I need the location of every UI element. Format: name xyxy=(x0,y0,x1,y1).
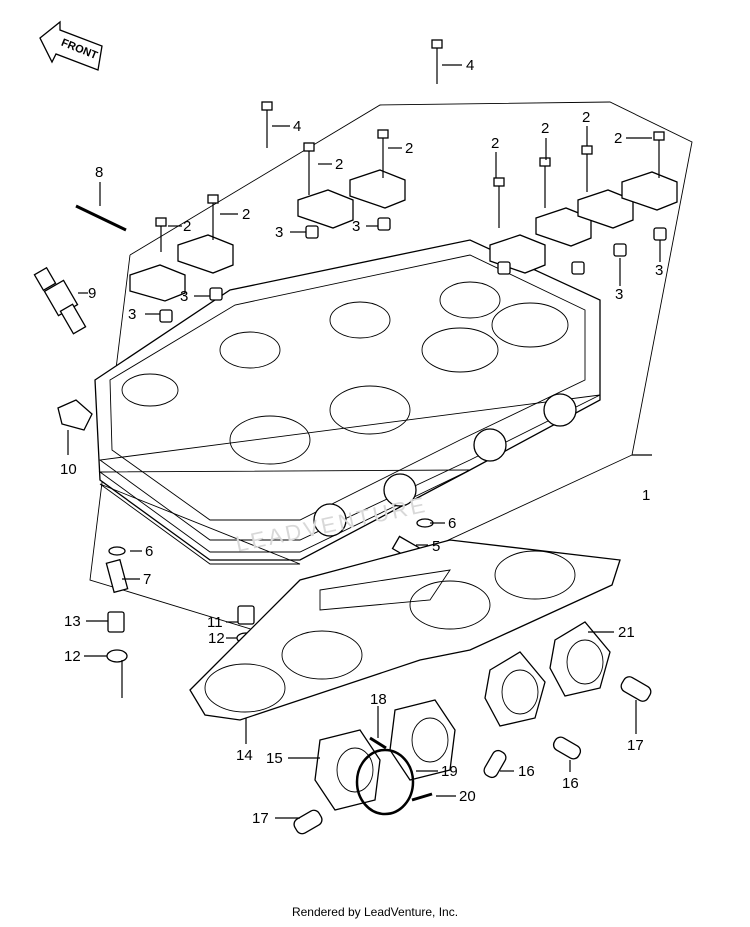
callout-2-e: 2 xyxy=(491,135,499,152)
screw-18 xyxy=(369,736,387,750)
callout-2-h: 2 xyxy=(614,130,622,147)
dowel-pins xyxy=(159,217,667,323)
callout-2-d: 2 xyxy=(405,140,413,157)
callout-13: 13 xyxy=(64,613,81,630)
callout-15: 15 xyxy=(266,750,283,767)
callout-3-b: 3 xyxy=(352,218,360,235)
callout-12-b: 12 xyxy=(64,648,81,665)
callout-3-d: 3 xyxy=(128,306,136,323)
valve-guide-left xyxy=(105,558,129,594)
callout-17-a: 17 xyxy=(627,737,644,754)
callout-7: 7 xyxy=(143,571,151,588)
callout-6-b: 6 xyxy=(145,543,153,560)
spark-plug xyxy=(33,266,87,335)
callout-17-b: 17 xyxy=(252,810,269,827)
callout-9: 9 xyxy=(88,285,96,302)
callout-5: 5 xyxy=(432,538,440,555)
cylinder-head-body xyxy=(94,239,601,565)
callout-2-g: 2 xyxy=(582,109,590,126)
callout-16-b: 16 xyxy=(562,775,579,792)
cap-17-left xyxy=(293,809,323,835)
callout-21: 21 xyxy=(618,624,635,641)
head-gasket xyxy=(189,539,621,721)
washer-12-left xyxy=(106,649,128,663)
footer-credit: Rendered by LeadVenture, Inc. xyxy=(291,905,459,919)
callout-12-a: 12 xyxy=(208,630,225,647)
callout-3-a: 3 xyxy=(275,224,283,241)
callout-2-f: 2 xyxy=(541,120,549,137)
callout-6-a: 6 xyxy=(448,515,456,532)
callout-8: 8 xyxy=(95,164,103,181)
callout-labels: 1 2 2 2 2 2 2 2 2 3 3 3 3 3 3 4 4 5 6 6 … xyxy=(60,57,663,827)
hose-clamp xyxy=(355,748,415,816)
callout-1: 1 xyxy=(642,487,650,504)
callout-11: 11 xyxy=(207,614,223,631)
cam-cap-bolts xyxy=(155,39,665,252)
callout-2-b: 2 xyxy=(242,206,250,223)
callout-19: 19 xyxy=(441,763,458,780)
screw-20 xyxy=(411,792,433,802)
callout-3-c: 3 xyxy=(180,288,188,305)
plug-bolt-13 xyxy=(107,611,125,633)
callout-3-f: 3 xyxy=(655,262,663,279)
cap-16-left xyxy=(483,749,507,779)
cap-16-right xyxy=(552,736,582,760)
callout-2-a: 2 xyxy=(183,218,191,235)
leader-lines xyxy=(67,64,661,819)
end-plug xyxy=(57,399,93,431)
front-direction-arrow: FRONT xyxy=(39,20,103,71)
callout-10: 10 xyxy=(60,461,77,478)
cap-17-right xyxy=(620,676,652,702)
callout-4-a: 4 xyxy=(466,57,474,74)
callout-16-a: 16 xyxy=(518,763,535,780)
callout-2-c: 2 xyxy=(335,156,343,173)
callout-3-e: 3 xyxy=(615,286,623,303)
callout-18: 18 xyxy=(370,691,387,708)
callout-14: 14 xyxy=(236,747,253,764)
o-ring-left xyxy=(108,546,126,556)
plug-bolt-11 xyxy=(237,605,255,625)
callout-20: 20 xyxy=(459,788,476,805)
callout-4-b: 4 xyxy=(293,118,301,135)
stud xyxy=(75,204,127,232)
